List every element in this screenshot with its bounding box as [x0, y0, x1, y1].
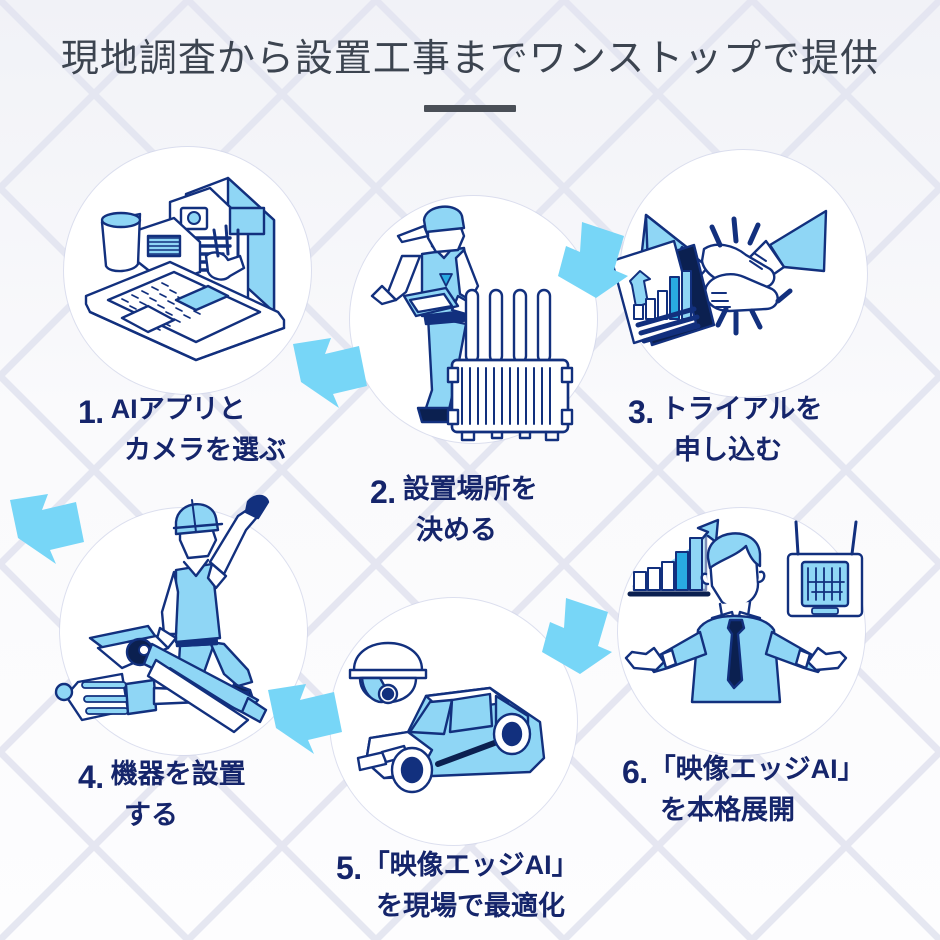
arrow-5-to-6 [542, 598, 612, 674]
step-5-number: 5. [336, 850, 362, 886]
page-title: 現地調査から設置工事までワンストップで提供 [60, 38, 880, 80]
arrow-4-to-5 [268, 684, 342, 754]
arrow-2-to-3 [558, 222, 628, 298]
step-1-number: 1. [78, 394, 104, 430]
step-2-number: 2. [370, 474, 396, 510]
step-4-line1: 機器を設置 [110, 759, 246, 789]
step-4-illustration [54, 494, 270, 734]
step-1-illustration [84, 176, 286, 362]
step-4-number: 4. [78, 759, 104, 795]
step-3-line1: トライアルを [660, 394, 823, 424]
title-divider [424, 105, 516, 112]
step-5-line1: 「映像エッジAI」 [362, 850, 579, 880]
step-4-label: 4. 機器を設置 する [78, 757, 246, 833]
step-2-line1: 設置場所を [402, 474, 538, 504]
step-6-label: 6. 「映像エッジAI」 を本格展開 [622, 752, 865, 828]
step-5-illustration [348, 641, 546, 794]
step-5-line2: を現場で最適化 [376, 890, 565, 921]
step-2-label: 2. 設置場所を 決める [370, 472, 538, 548]
step-2-line2: 決める [416, 514, 497, 545]
step-1-label: 1. AIアプリと カメラを選ぶ [78, 392, 286, 468]
step-4-line2: する [124, 799, 178, 830]
step-6-number: 6. [622, 754, 648, 790]
step-3-number: 3. [628, 394, 654, 430]
step-3-label: 3. トライアルを 申し込む [628, 392, 822, 468]
step-1-line1: AIアプリと [110, 394, 246, 424]
step-3-line2: 申し込む [674, 434, 782, 465]
step-2-illustration [370, 205, 574, 442]
step-6-line1: 「映像エッジAI」 [648, 754, 865, 784]
step-1-line2: カメラを選ぶ [124, 434, 286, 465]
step-6-line2: を本格展開 [660, 794, 795, 825]
step-5-label: 5. 「映像エッジAI」 を現場で最適化 [336, 848, 579, 924]
arrow-3-to-4 [10, 494, 84, 564]
step-3-illustration [610, 209, 828, 347]
arrow-1-to-2 [293, 338, 367, 408]
header: 現地調査から設置工事までワンストップで提供 [0, 0, 940, 140]
step-6-illustration [624, 518, 864, 704]
